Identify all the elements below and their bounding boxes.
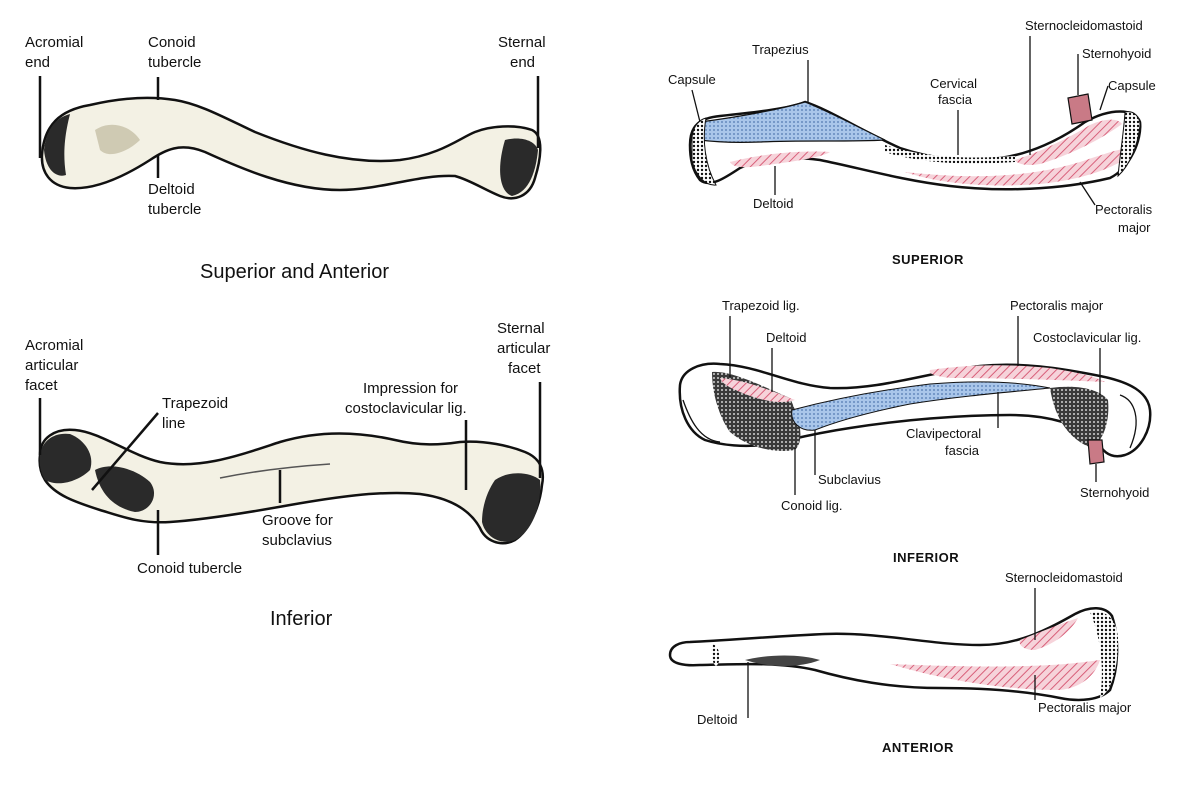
leader-pectoralis-superior [1079,181,1096,206]
label-scm-superior: Sternocleidomastoid [1025,18,1143,33]
label-conoid-tubercle-inferior: Conoid tubercle [137,560,242,577]
leader-capsule-left [691,89,701,123]
capsule-right-superior [1117,111,1141,178]
right-inferior-labels: Trapezoid lig. Deltoid Pectoralis major … [722,298,1149,565]
label-deltoid-tubercle-2: tubercle [148,201,201,218]
sternal-end-anterior [1090,611,1118,698]
sternal-facet-shading [482,473,541,542]
trapezius-insertion [699,101,886,143]
label-pectoralis-superior-2: major [1118,220,1151,235]
label-trapezius: Trapezius [752,42,809,57]
label-groove-2: subclavius [262,532,332,549]
label-acromial-end-2: end [25,54,50,71]
left-superior-labels: Acromial end Conoid tubercle Sternal end… [25,34,546,283]
label-conoid-tubercle-2: tubercle [148,54,201,71]
label-impression-1: Impression for [363,380,458,397]
label-acromial-facet-2: articular [25,357,78,374]
label-impression-2: costoclavicular lig. [345,400,467,417]
acromial-facet-inferior [682,399,721,443]
pectoralis-origin-inferior [929,365,1105,382]
sternal-facet-inferior [1119,394,1137,449]
caption-right-superior: SUPERIOR [892,252,964,267]
left-inferior-labels: Acromial articular facet Trapezoid line … [25,320,550,630]
left-inferior-view [38,428,544,545]
right-superior-view [688,93,1142,191]
label-sternal-facet-2: articular [497,340,550,357]
label-cervical-fascia-2: fascia [938,92,973,107]
label-conoid-tubercle-1: Conoid [148,34,196,51]
acromial-end-anterior [711,644,720,666]
cervical-fascia-band [885,145,1015,164]
label-pectoralis-inferior: Pectoralis major [1010,298,1104,313]
label-deltoid-tubercle-1: Deltoid [148,181,195,198]
pectoralis-origin-superior [905,148,1135,186]
right-anterior-view [668,607,1119,702]
scm-origin-anterior [1019,618,1078,650]
caption-inferior: Inferior [270,608,333,630]
label-sternal-facet-1: Sternal [497,320,545,337]
costoclavicular-ligament-area [1050,386,1109,448]
label-pectoralis-anterior: Pectoralis major [1038,700,1132,715]
subclavius-groove-line [219,463,331,479]
label-deltoid-inferior: Deltoid [766,330,806,345]
left-superior-view [40,96,542,200]
label-acromial-facet-1: Acromial [25,337,83,354]
label-trapezoid-line-2: line [162,415,185,432]
leader-capsule-right [1099,85,1109,111]
label-sternohyoid-superior: Sternohyoid [1082,46,1151,61]
label-conoid-lig: Conoid lig. [781,498,842,513]
label-scm-anterior: Sternocleidomastoid [1005,570,1123,585]
acromial-end-shading [44,114,70,176]
label-costoclavicular-lig: Costoclavicular lig. [1033,330,1141,345]
capsule-left-superior [691,117,717,186]
trapezoid-region-shading [95,466,155,512]
deltoid-origin-inferior [720,378,795,403]
label-deltoid-superior: Deltoid [753,196,793,211]
caption-superior-anterior: Superior and Anterior [200,261,389,283]
sternohyoid-origin-superior [1067,93,1093,125]
label-sternal-facet-3: facet [508,360,541,377]
right-superior-labels: Capsule Trapezius Cervical fascia Sterno… [668,18,1156,267]
label-clavipectoral-1: Clavipectoral [906,426,981,441]
right-anterior-labels: Sternocleidomastoid Deltoid Pectoralis m… [697,570,1132,755]
label-sternal-end-2: end [510,54,535,71]
deltoid-origin-anterior [745,655,820,666]
label-sternal-end-1: Sternal [498,34,546,51]
caption-right-anterior: ANTERIOR [882,740,954,755]
clavicle-superior-bone [40,96,542,200]
label-trapezoid-lig: Trapezoid lig. [722,298,800,313]
label-deltoid-anterior: Deltoid [697,712,737,727]
leader-trapezoid-line [91,412,159,491]
label-trapezoid-line-1: Trapezoid [162,395,228,412]
pectoralis-origin-anterior [890,660,1100,690]
deltoid-origin-superior [730,151,830,168]
acromial-facet-shading [39,433,92,484]
deltoid-tubercle-texture [95,124,140,155]
label-clavipectoral-2: fascia [945,443,980,458]
label-capsule-right: Capsule [1108,78,1156,93]
label-capsule-left: Capsule [668,72,716,87]
scm-origin-superior [1015,119,1122,165]
label-acromial-facet-3: facet [25,377,58,394]
subclavius-insertion [791,381,1051,431]
label-subclavius: Subclavius [818,472,881,487]
right-inferior-view [678,362,1152,465]
label-cervical-fascia-1: Cervical [930,76,977,91]
sternohyoid-origin-inferior [1087,439,1105,465]
label-acromial-end-1: Acromial [25,34,83,51]
label-pectoralis-superior-1: Pectoralis [1095,202,1153,217]
label-groove-1: Groove for [262,512,333,529]
sternal-end-shading [500,138,538,196]
caption-right-inferior: INFERIOR [893,550,959,565]
trapezoid-conoid-ligament-area [712,371,801,451]
label-sternohyoid-inferior: Sternohyoid [1080,485,1149,500]
